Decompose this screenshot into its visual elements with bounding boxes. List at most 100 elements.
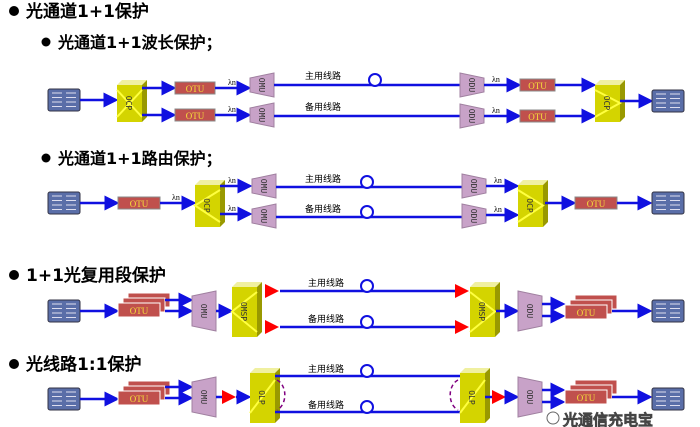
router-icon — [47, 299, 81, 323]
otu-box — [117, 390, 161, 406]
heading-route-protection: 光通道1+1路由保护； — [57, 149, 222, 168]
main-line-label: 主用线路 — [305, 173, 341, 185]
switchover-arrow — [449, 379, 459, 411]
watermark-text: 光通信充电宝 — [562, 411, 653, 427]
odu-demux — [461, 173, 487, 199]
ocp-switch-label: OCP — [602, 96, 611, 111]
wavelength-label: λn — [172, 193, 180, 202]
wavelength-label: λn — [228, 105, 236, 114]
otu-label: OTU — [587, 199, 606, 209]
otu-box — [564, 304, 608, 320]
ocp-switch-top — [195, 180, 225, 185]
smiley-bullet-icon — [9, 270, 19, 280]
omu-mux — [251, 203, 277, 229]
ocp-switch-switch-line — [594, 89, 623, 118]
device-label: OMU — [199, 390, 208, 405]
backup-line-label: 备用线路 — [308, 313, 344, 325]
omsp-switch-switch-line — [230, 291, 258, 333]
omu-mux — [249, 72, 275, 98]
device-label: ODU — [469, 209, 478, 224]
wavelength-label: λn — [228, 204, 236, 213]
amplifier-icon — [455, 284, 469, 298]
olp-switch-switch-line — [459, 379, 486, 414]
backup-line-label: 备用线路 — [305, 101, 341, 113]
otu-label: OTU — [130, 306, 149, 316]
bullet-icon — [41, 37, 51, 47]
odu-demux — [459, 103, 485, 129]
device-label: OMU — [259, 209, 268, 224]
fiber-coil-icon — [360, 364, 374, 378]
device-label: OMU — [199, 304, 208, 319]
omu-mux — [251, 173, 277, 199]
otu-label: OTU — [186, 111, 205, 121]
main-line-label: 主用线路 — [305, 70, 341, 82]
router-icon — [47, 191, 81, 215]
fiber-coil-icon — [360, 205, 374, 219]
omsp-switch-top — [470, 282, 500, 287]
ocp-switch-top — [518, 180, 548, 185]
fiber-coil-icon — [360, 400, 374, 414]
router-icon — [47, 387, 81, 411]
amplifier-icon — [455, 320, 469, 334]
heading-line-protection: 光线路1:1保护 — [25, 354, 141, 375]
olp-switch-label: OLP — [257, 390, 266, 405]
router-icon — [47, 88, 81, 112]
main-line-label: 主用线路 — [308, 277, 344, 289]
olp-switch-top — [250, 368, 280, 373]
backup-line-label: 备用线路 — [308, 399, 344, 411]
omsp-switch-switch-line — [469, 291, 497, 333]
wavelength-label: λn — [492, 75, 500, 84]
otu-label: OTU — [528, 112, 547, 122]
ocp-switch-switch-line — [517, 189, 545, 223]
omu-mux — [249, 102, 275, 128]
amplifier-icon — [222, 390, 236, 404]
otu-label: OTU — [130, 199, 149, 209]
router-icon — [651, 89, 685, 113]
omsp-switch-side — [495, 282, 500, 337]
amplifier-icon — [265, 320, 279, 334]
otu-box — [117, 302, 161, 318]
main-line-label: 主用线路 — [308, 363, 344, 375]
device-label: ODU — [525, 304, 534, 319]
device-label: ODU — [467, 78, 476, 93]
heading-och-protection: 光通道1+1保护 — [25, 1, 149, 22]
fiber-coil-icon — [360, 315, 374, 329]
ocp-switch-label: OCP — [525, 198, 534, 213]
wavelength-label: λn — [228, 78, 236, 87]
smiley-bullet-icon — [9, 6, 19, 16]
wavelength-label: λn — [494, 176, 502, 185]
device-label: OMU — [257, 108, 266, 123]
wavelength-label: λn — [492, 106, 500, 115]
wavelength-label: λn — [494, 205, 502, 214]
router-icon — [651, 191, 685, 215]
omu-mux — [191, 290, 217, 332]
ocp-switch-side — [142, 80, 147, 122]
olp-switch-side — [485, 368, 490, 423]
smiley-bullet-icon — [9, 359, 19, 369]
omsp-switch-label: OMSP — [239, 302, 248, 321]
ocp-switch-top — [595, 80, 625, 85]
device-label: OMU — [257, 78, 266, 93]
device-label: ODU — [525, 390, 534, 405]
ocp-switch-label: OCP — [124, 96, 133, 111]
otu-label: OTU — [130, 394, 149, 404]
olp-switch-label: OLP — [467, 390, 476, 405]
otu-box — [564, 389, 608, 405]
backup-line-label: 备用线路 — [305, 203, 341, 215]
odu-demux — [461, 203, 487, 229]
device-label: ODU — [469, 179, 478, 194]
odu-demux — [517, 376, 543, 418]
router-icon — [651, 299, 685, 323]
heading-oms-protection: 1+1光复用段保护 — [26, 265, 166, 286]
ocp-switch-label: OCP — [202, 198, 211, 213]
switchover-arrow — [276, 379, 286, 411]
omsp-switch-label: OMSP — [477, 302, 486, 321]
odu-demux — [459, 72, 485, 98]
router-icon — [651, 387, 685, 411]
wavelength-label: λn — [228, 176, 236, 185]
device-label: OMU — [259, 179, 268, 194]
ocp-switch-switch-line — [116, 89, 143, 118]
fiber-coil-icon — [360, 175, 374, 189]
omu-mux — [191, 376, 217, 418]
